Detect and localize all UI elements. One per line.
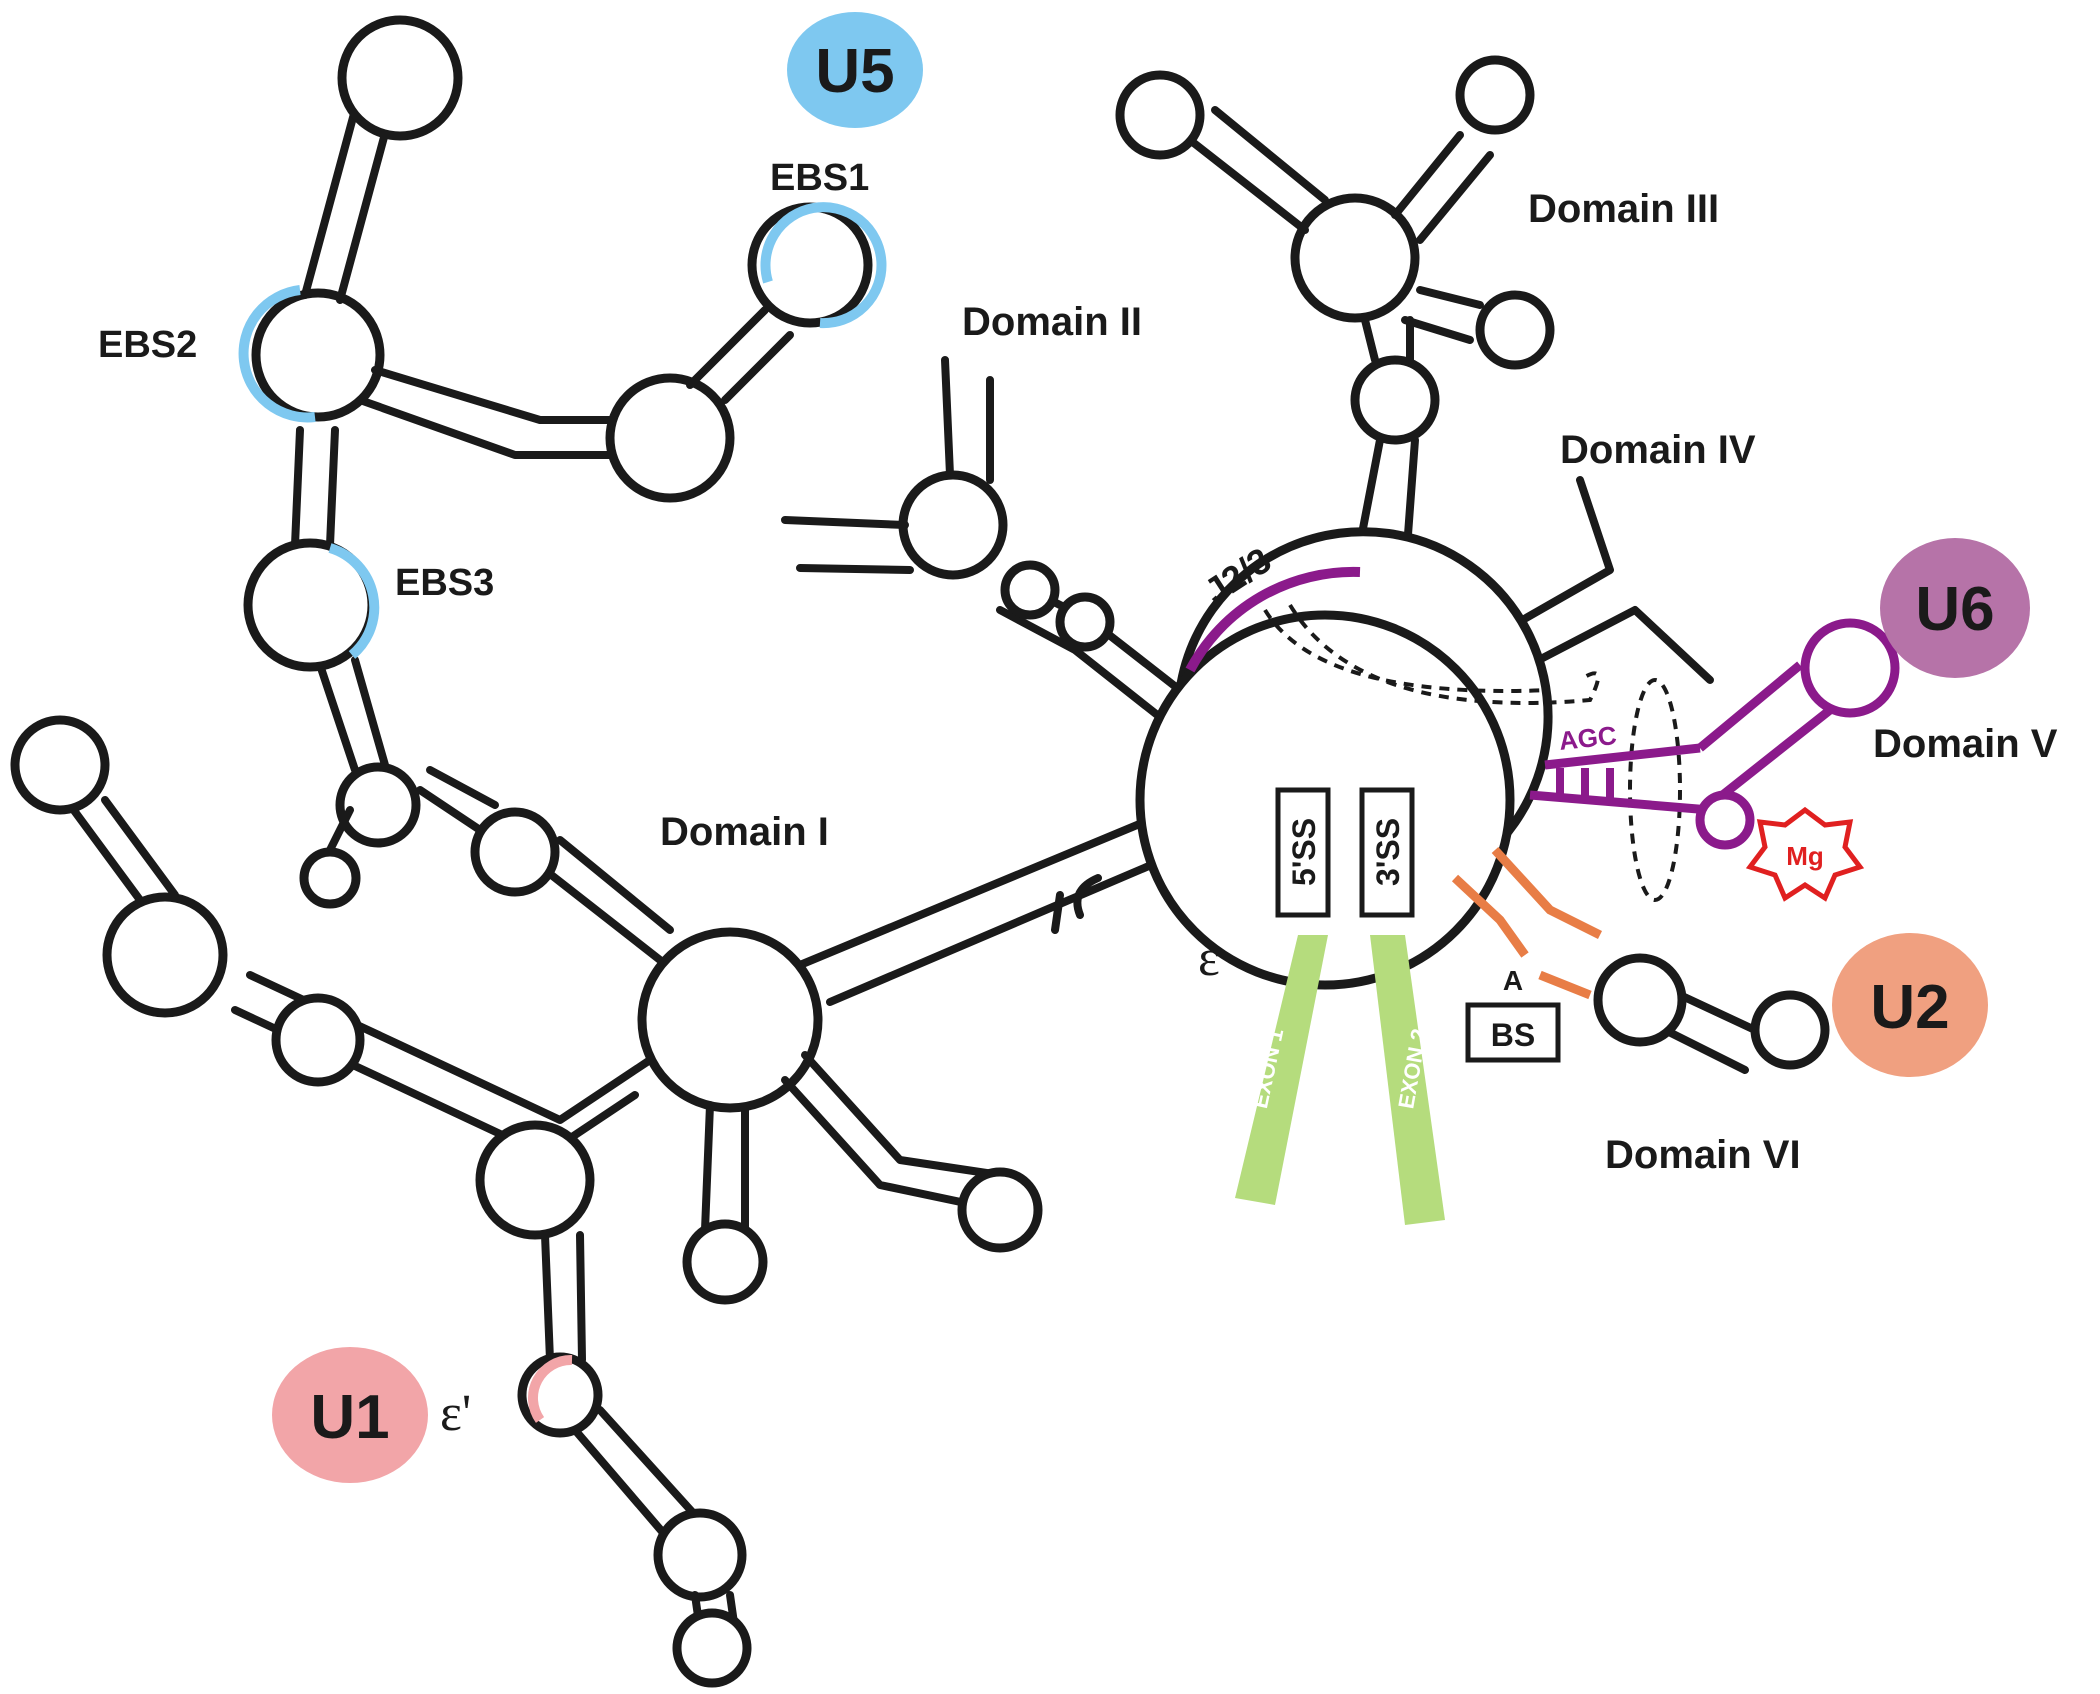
- bs-label: BS: [1491, 1017, 1535, 1053]
- domain-3-label: Domain III: [1528, 187, 1719, 231]
- ebs2-loop: [251, 288, 385, 422]
- domain-1-label: Domain I: [660, 810, 829, 854]
- epsilon-prime-label: ε': [440, 1385, 471, 1442]
- splice-site-boxes: 5'SS 3'SS: [1275, 787, 1415, 918]
- domain-2-label: Domain II: [962, 300, 1142, 344]
- domain-4-label: Domain IV: [1560, 428, 1756, 472]
- u2-bubble: U2: [1832, 933, 1988, 1077]
- exon-2-bar: [1370, 935, 1445, 1225]
- epsilon-label: ε: [1198, 930, 1220, 987]
- u5-label: U5: [815, 37, 894, 106]
- ebs2-label: EBS2: [98, 324, 197, 366]
- ebs2-arc: [238, 285, 316, 423]
- ebs-highlights: [238, 202, 887, 1423]
- u1-label: U1: [310, 1383, 389, 1452]
- u2-label: U2: [1870, 973, 1949, 1042]
- ebs3-arc: [328, 543, 380, 659]
- mg-label: Mg: [1786, 841, 1824, 871]
- ebs1-label: EBS1: [770, 157, 869, 199]
- three-ss-label: 3'SS: [1370, 818, 1406, 886]
- five-ss-box: [1275, 787, 1331, 918]
- domain-2-structure: [781, 356, 1194, 729]
- u6-label: U6: [1915, 575, 1994, 644]
- j23-arc: [1185, 566, 1361, 673]
- exons: EXON 1 EXON 2: [1235, 935, 1445, 1225]
- ebs3-label: EBS3: [395, 562, 494, 604]
- agc-label: AGC: [1557, 720, 1618, 756]
- five-ss-label: 5'SS: [1286, 818, 1322, 886]
- domain-6-structure: [1451, 846, 1830, 1074]
- bs-box: [1465, 1002, 1561, 1063]
- domain-5-label: Domain V: [1873, 722, 2058, 766]
- exon-1-bar: [1235, 935, 1328, 1205]
- domain-5-structure: [1529, 618, 1900, 850]
- domain-1-hub-loop: [637, 927, 823, 1113]
- domain-1-structure: [10, 15, 1202, 1688]
- three-ss-box: [1359, 787, 1415, 918]
- domain-6-label: Domain VI: [1605, 1133, 1801, 1177]
- branch-a-label: A: [1503, 965, 1523, 996]
- u6-bubble: U6: [1880, 538, 2030, 678]
- domain-3-structure: [1115, 55, 1555, 579]
- u1-bubble: U1: [272, 1347, 428, 1483]
- ebs1-arc: [760, 202, 887, 329]
- epsilon-prime-arc: [527, 1354, 573, 1423]
- u5-bubble: U5: [787, 12, 923, 128]
- mg-icon: Mg: [1745, 806, 1865, 902]
